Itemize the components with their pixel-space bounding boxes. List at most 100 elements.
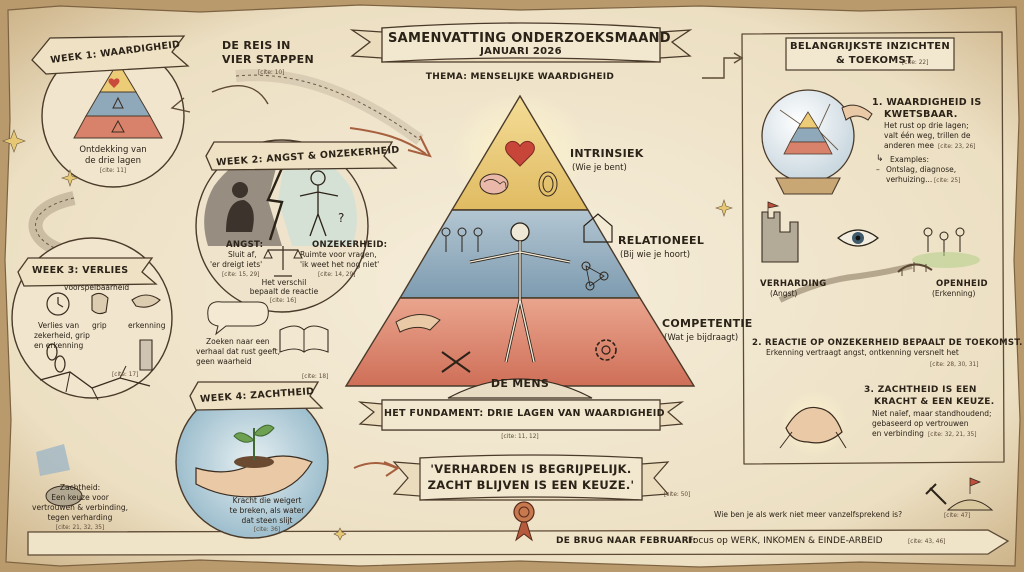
week4-left-l1: Zachtheid:	[59, 483, 101, 492]
week4-left-l4: tegen verharding	[47, 513, 113, 522]
examples-arrow-icon: ↳	[876, 154, 884, 164]
crouching-figure-icon	[226, 182, 254, 232]
insights-heading-l1: BELANGRIJKSTE INZICHTEN	[789, 41, 951, 52]
insights-heading-l2: & TOEKOMST	[836, 55, 914, 66]
crack-icon	[39, 365, 151, 401]
sparkle-icon	[333, 527, 347, 541]
journey-path-ribbon	[235, 69, 424, 145]
intrinsiek-label: INTRINSIEK	[570, 147, 644, 160]
insight2-cite: [cite: 28, 30, 31]	[930, 362, 979, 368]
journey-arrow-1	[211, 85, 269, 105]
future-question: Wie ben je als werk niet meer vanzelfspr…	[714, 510, 903, 519]
angst-title: ANGST:	[226, 240, 264, 250]
insight2-l2: Erkenning vertraagt angst, ontkenning ve…	[766, 348, 959, 357]
angst-dark-area	[204, 151, 282, 246]
pyramid-base-mound	[447, 378, 593, 399]
journey-cite: [cite: 10]	[258, 70, 285, 76]
week3-caption-l3: en erkenning	[34, 341, 84, 350]
angst-cite: [cite: 15, 29]	[222, 272, 260, 278]
week3-label-grip: grip	[92, 321, 107, 330]
quote-line1: 'VERHARDEN IS BEGRIJPELIJK.	[430, 462, 632, 476]
mini-pyramid-icon	[73, 61, 163, 139]
insight1-l1: 1. WAARDIGHEID IS	[872, 97, 982, 108]
bridge-cite: [cite: 43, 46]	[908, 539, 946, 545]
week3-side-l1: Zoeken naar een	[206, 337, 270, 346]
relationeel-sub: (Bij wie je hoort)	[620, 250, 691, 260]
week1-cite: [cite: 11]	[99, 168, 127, 174]
sparkle-icon	[61, 169, 79, 187]
week4-left-l3: vertrouwen & verbinding,	[32, 503, 128, 512]
title-line1: SAMENVATTING ONDERZOEKSMAAND	[388, 31, 671, 46]
examples-l2: verhuizing...	[886, 175, 933, 184]
castle-icon	[761, 201, 799, 263]
right-panel-frame	[741, 31, 1005, 465]
eye-icon	[837, 229, 879, 247]
insight3-l5: en verbinding	[872, 429, 924, 438]
week3-caption-l1: Verlies van	[38, 321, 80, 330]
week3-label-recognition: erkenning	[128, 321, 166, 330]
reaching-hand-icon	[841, 104, 873, 121]
examples-cite: [cite: 25]	[934, 178, 961, 184]
openheid-l2: (Erkenning)	[932, 289, 976, 298]
week3-caption-l2: zekerheid, grip	[34, 331, 90, 340]
future-question-cite: [cite: 47]	[944, 513, 971, 519]
arrow-to-insights	[702, 57, 740, 79]
week4-right-l1: Kracht die weigert	[232, 496, 302, 505]
lightning-icon	[266, 167, 284, 241]
week3-banner-label: WEEK 3: VERLIES	[32, 265, 129, 276]
week3-side-l2: verhaal dat rust geeft,	[196, 347, 280, 356]
insight3-l4: gebaseerd op vertrouwen	[872, 419, 969, 428]
week4-left-cite: [cite: 21, 32, 35]	[55, 525, 105, 531]
onzekerheid-l2: 'ik weet het nog niet'	[300, 260, 380, 269]
insight1-l5: anderen mee	[884, 141, 934, 150]
foundation-cite: [cite: 11, 12]	[501, 434, 539, 440]
bridge-prefix: DE BRUG NAAR FEBRUARI:	[556, 536, 697, 546]
broken-chain-icon	[46, 343, 66, 373]
difference-l1: Het verschil	[261, 278, 307, 287]
pyramid-base-label: DE MENS	[490, 377, 550, 390]
week1-caption-l2: de drie lagen	[84, 156, 142, 166]
hill-flag-icon	[946, 477, 994, 511]
bridge-arrow-frame	[27, 529, 1010, 556]
house-icon	[583, 213, 613, 243]
hammer-icon	[925, 483, 947, 505]
onzekerheid-cite: [cite: 14, 29]	[318, 272, 356, 278]
insight3-cite: [cite: 32, 21, 35]	[928, 432, 977, 438]
competentie-label: COMPETENTIE	[662, 317, 753, 330]
speech-bubble	[207, 301, 269, 336]
balance-scale-icon	[263, 246, 303, 277]
human-figure-icon	[469, 222, 571, 363]
angst-l1: Sluit af,	[228, 250, 257, 259]
verharding-l1: VERHARDING	[760, 279, 827, 289]
week1-banner-shape	[31, 35, 190, 75]
relationeel-label: RELATIONEEL	[618, 234, 705, 247]
intrinsiek-sub: (Wie je bent)	[572, 163, 627, 173]
examples-title: Examples:	[890, 155, 929, 164]
insight1-cite: [cite: 23, 26]	[938, 144, 976, 150]
week4-right-cite: [cite: 36]	[253, 527, 281, 533]
examples-l1: Ontslag, diagnose,	[886, 165, 957, 174]
wax-seal-icon	[513, 501, 535, 542]
openheid-l1: OPENHEID	[936, 279, 988, 289]
insight2-l1: 2. REACTIE OP ONZEKERHEID BEPAALT DE TOE…	[752, 338, 1023, 348]
svg-text:?: ?	[338, 211, 344, 225]
insights-heading-cite: [cite: 22]	[902, 60, 929, 66]
week3-side-cite: [cite: 18]	[302, 374, 329, 380]
insight1-l4: valt één weg, trillen de	[884, 131, 971, 140]
journey-heading-l2: VIER STAPPEN	[222, 53, 314, 66]
bridge-icon	[897, 262, 933, 276]
sparkle-icon	[715, 199, 733, 217]
week4-left-l2: Een keuze voor	[51, 493, 109, 502]
gear-icon	[595, 339, 617, 361]
week3-banner-shape	[17, 257, 158, 287]
week1-caption-l1: Ontdekking van	[79, 145, 147, 155]
onzekerheid-l1: Ruimte voor vragen,	[300, 250, 377, 259]
heart-icon	[505, 141, 535, 167]
pyramid-competentie-layer	[344, 297, 696, 387]
insights-heading-box	[785, 37, 955, 71]
fingerprint-icon	[538, 171, 558, 197]
insight1-l3: Het rust op drie lagen;	[884, 121, 969, 130]
insight3-l3: Niet naïef, maar standhoudend;	[872, 409, 992, 418]
theme-label: THEMA: MENSELIJKE WAARDIGHEID	[425, 72, 615, 82]
